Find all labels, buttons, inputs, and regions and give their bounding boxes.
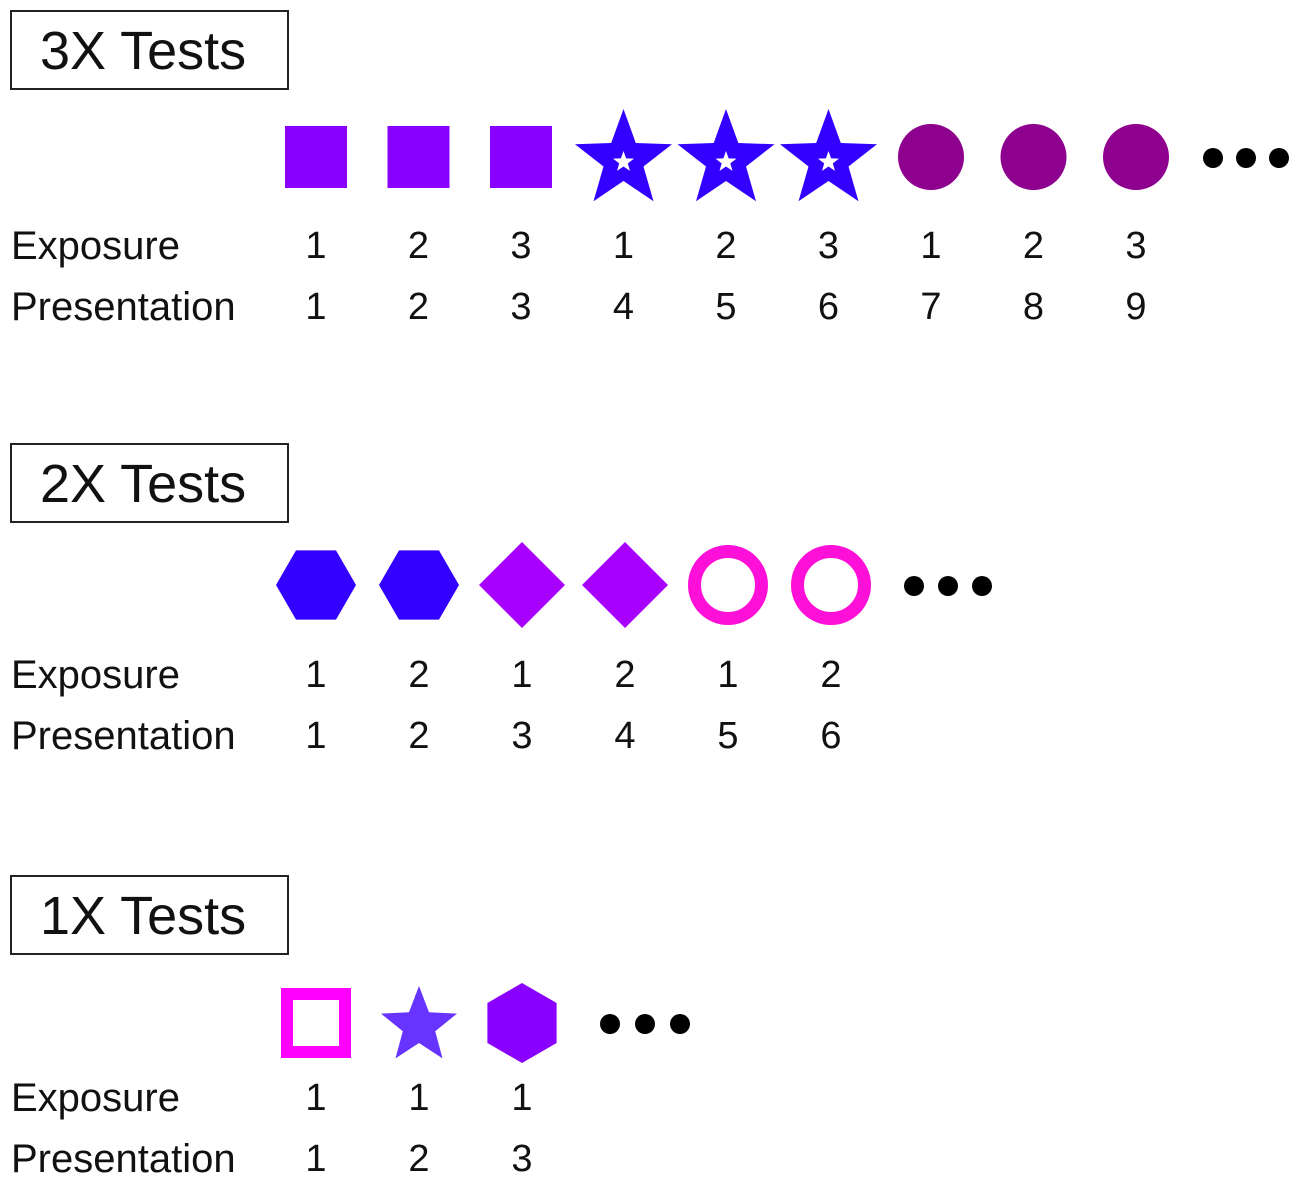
exposure-value: 1 [511, 1077, 533, 1119]
hexagon-icon [487, 983, 557, 1063]
presentation-value: 2 [407, 286, 430, 328]
presentation-value: 7 [920, 286, 942, 328]
exposure-value: 1 [305, 1077, 327, 1119]
exposure-value: 1 [920, 225, 942, 267]
exposure-value: 1 [305, 225, 327, 267]
filled-circle-icon [1000, 124, 1067, 190]
presentation-value: 1 [305, 1138, 327, 1180]
hexagon-icon [276, 550, 356, 620]
presentation-label: Presentation [11, 714, 236, 758]
exposure-label: Exposure [11, 653, 180, 697]
star-with-inner-star-icon [780, 109, 877, 202]
presentation-value: 3 [511, 1138, 533, 1180]
filled-square-icon [387, 126, 450, 188]
exposure-value: 2 [820, 654, 842, 696]
presentation-value: 6 [817, 286, 840, 328]
presentation-value: 3 [510, 286, 532, 328]
exposure-value: 1 [612, 225, 635, 267]
hollow-square-icon [281, 988, 351, 1058]
ring-icon [791, 545, 871, 625]
presentation-value: 9 [1125, 286, 1147, 328]
presentation-value: 1 [305, 715, 327, 757]
exposure-value: 1 [511, 654, 533, 696]
presentation-value: 2 [408, 1138, 430, 1180]
shape-sequence [276, 542, 992, 628]
exposure-value: 3 [1125, 225, 1147, 267]
section-title: 2X Tests [10, 443, 289, 523]
star-icon [381, 986, 457, 1059]
section-2x-tests: 2X Tests Exposure Presentation 1 1 2 2 1 3 2 4 1… [0, 443, 1300, 773]
ellipsis-icon [600, 1014, 690, 1034]
exposure-label: Exposure [11, 224, 180, 268]
exposure-value: 1 [408, 1077, 430, 1119]
filled-square-icon [490, 126, 552, 188]
exposure-value: 3 [510, 225, 532, 267]
exposure-label: Exposure [11, 1076, 180, 1120]
presentation-value: 5 [717, 715, 739, 757]
ellipsis-icon [904, 576, 992, 596]
exposure-value: 1 [305, 654, 327, 696]
exposure-value: 2 [407, 225, 430, 267]
section-3x-tests: 3X Tests Exposure Presentation 1 1 2 2 3 3 1 4 2… [0, 10, 1300, 340]
filled-square-icon [285, 126, 347, 188]
presentation-label: Presentation [11, 285, 236, 329]
section-title: 1X Tests [10, 875, 289, 955]
exposure-value: 2 [408, 654, 430, 696]
exposure-value: 1 [717, 654, 739, 696]
filled-circle-icon [898, 124, 964, 190]
section-1x-tests: 1X Tests Exposure Presentation 1 1 1 2 1 3 [0, 875, 1300, 1185]
presentation-value: 8 [1022, 286, 1045, 328]
presentation-value: 5 [715, 286, 737, 328]
presentation-value: 6 [820, 715, 842, 757]
shape-sequence [281, 983, 690, 1063]
shape-sequence [285, 109, 1289, 202]
ellipsis-icon [1203, 148, 1289, 168]
presentation-value: 1 [305, 286, 327, 328]
exposure-value: 2 [614, 654, 636, 696]
presentation-value: 3 [511, 715, 533, 757]
diamond-icon [582, 542, 668, 628]
exposure-value: 2 [1022, 225, 1045, 267]
presentation-value: 4 [612, 286, 635, 328]
diamond-icon [479, 542, 565, 628]
hexagon-icon [379, 550, 459, 620]
ring-icon [688, 545, 768, 625]
star-with-inner-star-icon [575, 109, 672, 202]
exposure-value: 2 [715, 225, 737, 267]
exposure-value: 3 [817, 225, 840, 267]
filled-circle-icon [1103, 124, 1169, 190]
presentation-label: Presentation [11, 1137, 236, 1181]
presentation-value: 2 [408, 715, 430, 757]
presentation-value: 4 [614, 715, 636, 757]
section-title: 3X Tests [10, 10, 289, 90]
star-with-inner-star-icon [677, 109, 775, 202]
